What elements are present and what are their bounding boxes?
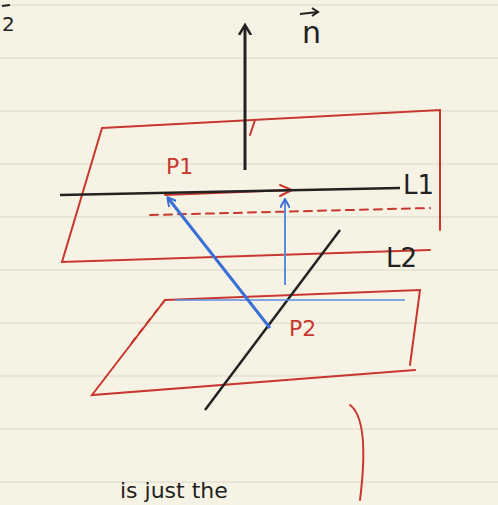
point-label: P1 bbox=[166, 156, 193, 178]
fragment-text: 2 bbox=[2, 14, 15, 34]
point-label: P2 bbox=[289, 318, 316, 340]
line-label: L1 bbox=[403, 172, 434, 198]
note-text: is just the bbox=[120, 480, 228, 502]
line-label: L2 bbox=[386, 245, 417, 271]
vector-label: n bbox=[302, 18, 321, 48]
